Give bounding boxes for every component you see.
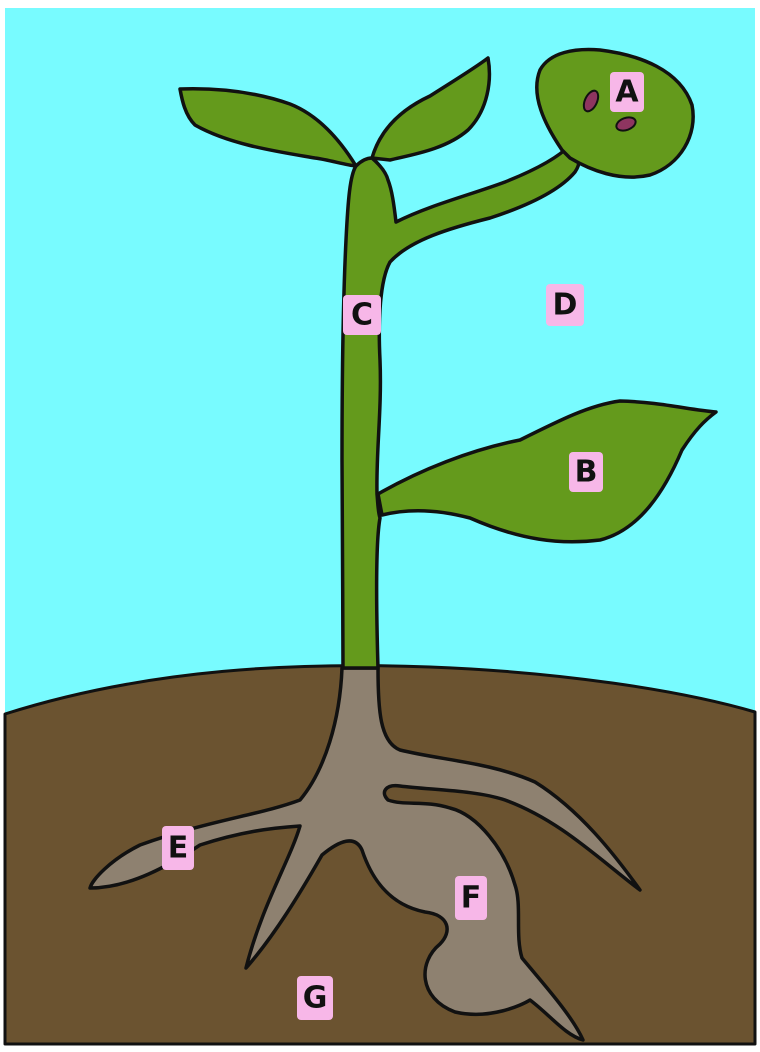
label-a: A — [610, 72, 644, 112]
label-c-text: C — [351, 298, 373, 333]
label-e-text: E — [168, 831, 189, 866]
label-b: B — [569, 452, 603, 492]
label-d: D — [546, 284, 584, 326]
label-d-text: D — [553, 288, 578, 323]
label-e: E — [162, 826, 194, 870]
label-a-text: A — [615, 75, 639, 110]
label-f: F — [455, 876, 487, 920]
label-g-text: G — [303, 981, 328, 1016]
label-f-text: F — [461, 881, 482, 916]
label-g: G — [297, 976, 333, 1020]
label-c: C — [343, 295, 381, 335]
label-b-text: B — [575, 455, 598, 490]
